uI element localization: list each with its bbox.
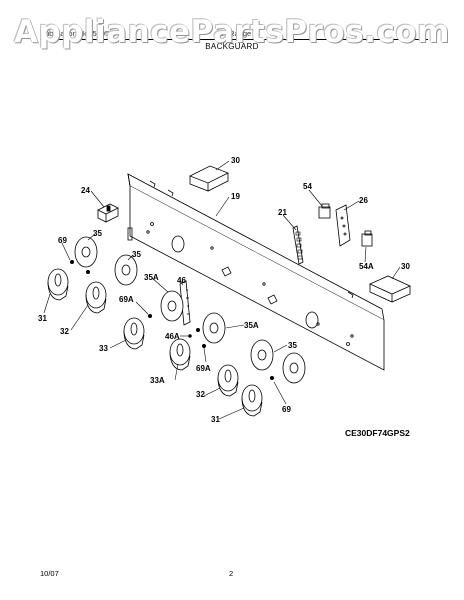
callout-label: 54A — [359, 262, 374, 271]
callout-label: 24 — [81, 186, 90, 195]
leader-lines — [43, 160, 401, 420]
footer-date: 10/07 — [40, 569, 59, 578]
callout-label: 32 — [196, 390, 205, 399]
callout-label: 35 — [93, 229, 102, 238]
callout-label: 31 — [38, 314, 47, 323]
callout-label: 19 — [231, 192, 240, 201]
callout-label: 30 — [231, 156, 240, 165]
callout-label: 69 — [58, 236, 67, 245]
callout-label: 35 — [288, 341, 297, 350]
signal-light-alt — [361, 230, 373, 247]
callout-label: 32 — [60, 327, 69, 336]
callout-label: 69 — [282, 405, 291, 414]
callout-label: 33 — [99, 344, 108, 353]
header-rule — [40, 39, 428, 40]
callout-label: 54 — [303, 182, 312, 191]
section-title: BACKGUARD — [205, 42, 259, 51]
callout-label: 21 — [278, 208, 287, 217]
model-code: CE30DF74GPS2 — [345, 428, 410, 438]
callout-labels: 30 24 19 54 26 21 69 35 35 54A 30 35A 46… — [38, 156, 410, 424]
screws — [70, 259, 274, 380]
callout-label: 46A — [165, 332, 180, 341]
bracket-top — [189, 165, 229, 192]
switch — [97, 203, 119, 223]
terminal-block — [292, 225, 304, 265]
callout-label: 69A — [119, 295, 134, 304]
callout-label: 30 — [401, 262, 410, 271]
bezels — [74, 236, 306, 384]
callout-label: 35A — [144, 273, 159, 282]
callout-label: 35A — [244, 321, 259, 330]
callout-label: 26 — [359, 196, 368, 205]
product-name: 30" Range — [216, 29, 252, 38]
backguard-panel — [127, 173, 385, 371]
callout-label: 69A — [196, 364, 211, 373]
signal-light — [318, 203, 331, 219]
callout-label: 35 — [132, 250, 141, 259]
watermark: AppliancePartsPros.com — [14, 14, 450, 50]
bracket-right — [369, 275, 411, 303]
knobs — [47, 268, 263, 417]
page-number: 2 — [229, 569, 234, 578]
callout-label: 31 — [211, 415, 220, 424]
publication-number: Publication No. 5995374 — [40, 29, 122, 38]
callout-label: 33A — [150, 376, 165, 385]
control-board — [335, 204, 351, 247]
callout-label: 46 — [177, 276, 186, 285]
